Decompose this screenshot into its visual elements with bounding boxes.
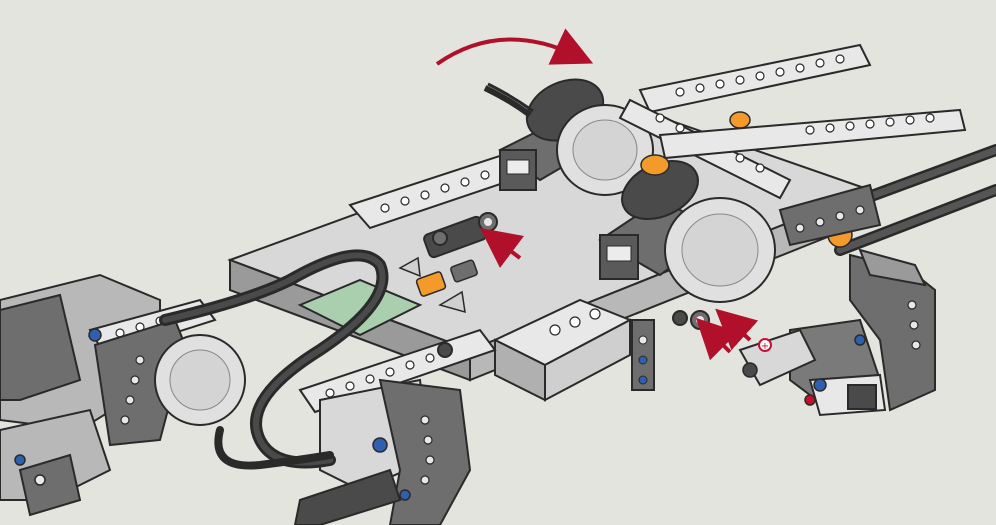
push-arrow-icon xyxy=(480,228,759,361)
right-claw: + xyxy=(738,248,936,417)
servo-motor-center xyxy=(598,159,776,303)
control-buttons xyxy=(398,256,478,314)
motor-cable-top xyxy=(483,82,534,118)
top-liftarm xyxy=(618,43,967,200)
vertical-connector xyxy=(631,319,655,391)
green-panel xyxy=(297,278,423,337)
cable-loop xyxy=(159,249,389,470)
left-module xyxy=(0,273,246,517)
servo-motor-top xyxy=(498,78,654,196)
right-bracket xyxy=(778,183,882,247)
svg-text:+: + xyxy=(761,341,769,352)
rotate-arrow-icon xyxy=(435,28,594,66)
lower-beams xyxy=(293,328,497,525)
front-bracket xyxy=(492,298,633,402)
